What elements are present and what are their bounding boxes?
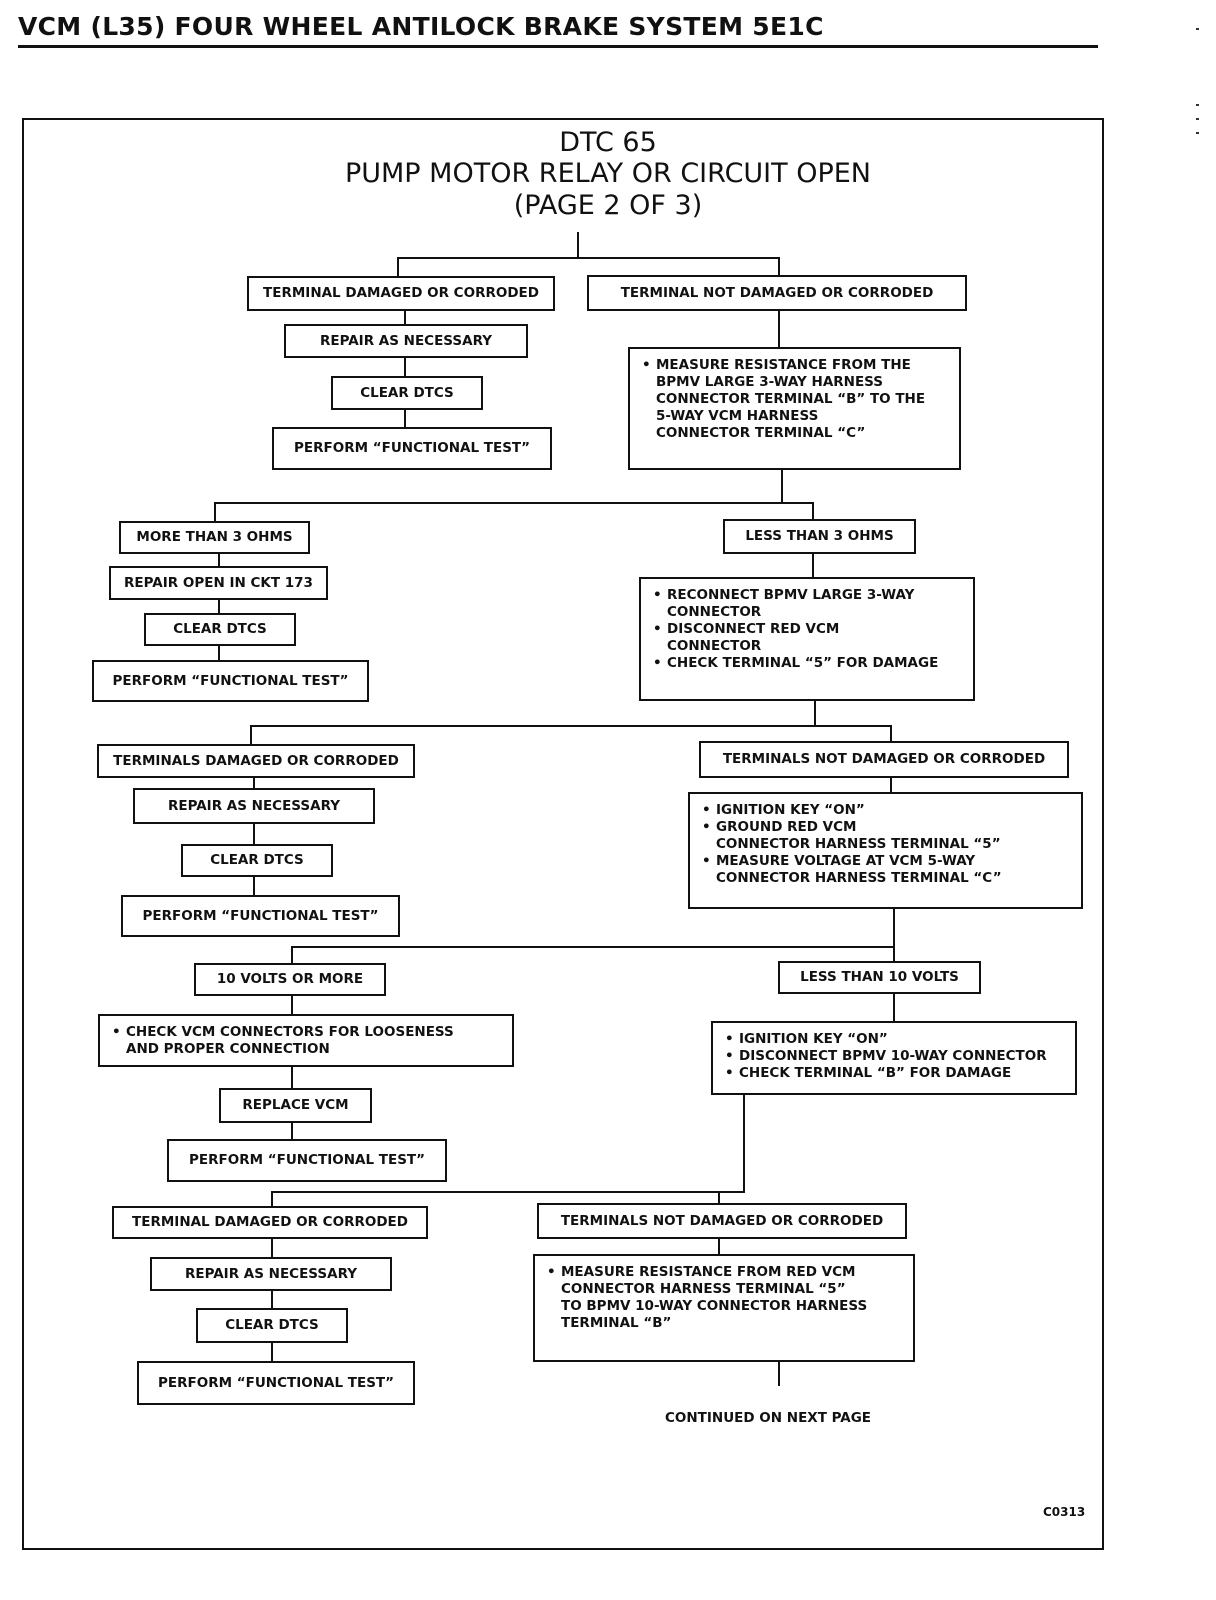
connector-line <box>814 700 816 725</box>
connector-line <box>218 645 220 661</box>
connector-line <box>812 553 814 578</box>
step-text: IGNITION KEY “ON” <box>700 802 1002 819</box>
connector-line <box>812 502 814 520</box>
chart-title-dtc: DTC 65 <box>559 127 657 158</box>
connector-line <box>893 946 895 962</box>
step-text: CHECK TERMINAL “5” FOR DAMAGE <box>651 655 938 672</box>
node-l2-clear-dtcs: CLEAR DTCs <box>144 613 296 646</box>
connector-line <box>778 310 780 347</box>
step-text: IGNITION KEY “ON” <box>723 1031 1047 1048</box>
edge-mark <box>1196 118 1199 120</box>
node-l5-clear-dtcs: CLEAR DTCs <box>196 1308 348 1343</box>
connector-line <box>893 993 895 1022</box>
diagram-frame <box>22 118 1104 1550</box>
connector-line <box>404 310 406 326</box>
edge-mark <box>1196 28 1199 30</box>
node-l3-functional-test: PERFORM “FUNCTIONAL TEST” <box>121 895 400 937</box>
node-l4-10-volts-or-more: 10 VOLTS OR MORE <box>194 963 386 996</box>
connector-line <box>778 257 780 277</box>
step-text: MEASURE VOLTAGE AT VCM 5-WAY CONNECTOR H… <box>700 853 1002 887</box>
connector-line <box>250 725 892 727</box>
step-text: DISCONNECT BPMV 10-WAY CONNECTOR <box>723 1048 1047 1065</box>
connector-line <box>250 725 252 745</box>
step-text: MEASURE RESISTANCE FROM THE BPMV LARGE 3… <box>640 357 925 442</box>
step-text: CHECK TERMINAL “B” FOR DAMAGE <box>723 1065 1047 1082</box>
node-l3-measure-voltage-steps: IGNITION KEY “ON” GROUND RED VCM CONNECT… <box>688 792 1083 909</box>
node-l1-repair: REPAIR AS NECESSARY <box>284 324 528 358</box>
node-l2-reconnect-steps: RECONNECT BPMV LARGE 3-WAY CONNECTOR DIS… <box>639 577 975 701</box>
connector-line <box>253 823 255 845</box>
node-l4-disconnect-bpmv-steps: IGNITION KEY “ON” DISCONNECT BPMV 10-WAY… <box>711 1021 1077 1095</box>
step-text: CHECK VCM CONNECTORS FOR LOOSENESS AND P… <box>110 1024 454 1058</box>
figure-code: C0313 <box>1043 1505 1086 1519</box>
connector-line <box>404 409 406 428</box>
step-text: DISCONNECT RED VCM CONNECTOR <box>651 621 938 655</box>
connector-line <box>778 1361 780 1386</box>
connector-line <box>781 469 783 502</box>
edge-mark <box>1196 132 1199 134</box>
node-l2-less-than-3-ohms: LESS THAN 3 OHMS <box>723 519 916 554</box>
connector-line <box>214 502 814 504</box>
node-l1-terminal-damaged: TERMINAL DAMAGED OR CORRODED <box>247 276 555 311</box>
connector-line <box>718 1238 720 1255</box>
connector-line <box>271 1191 745 1193</box>
node-l3-terminals-damaged: TERMINALS DAMAGED OR CORRODED <box>97 744 415 778</box>
node-l1-terminal-not-damaged: TERMINAL NOT DAMAGED OR CORRODED <box>587 275 967 311</box>
step-text: MEASURE RESISTANCE FROM RED VCM CONNECTO… <box>545 1264 867 1332</box>
connector-line <box>271 1238 273 1258</box>
node-l5-repair: REPAIR AS NECESSARY <box>150 1257 392 1291</box>
connector-line <box>893 908 895 946</box>
connector-line <box>291 946 895 948</box>
connector-line <box>890 777 892 793</box>
header-rule <box>18 45 1098 48</box>
connector-line <box>397 257 780 259</box>
connector-line <box>271 1342 273 1362</box>
node-l1-measure-resistance: MEASURE RESISTANCE FROM THE BPMV LARGE 3… <box>628 347 961 470</box>
node-l4-replace-vcm: REPLACE VCM <box>219 1088 372 1123</box>
node-l2-more-than-3-ohms: MORE THAN 3 OHMS <box>119 521 310 554</box>
connector-line <box>291 1122 293 1140</box>
connector-line <box>291 1066 293 1089</box>
connector-line <box>404 357 406 377</box>
node-l3-clear-dtcs: CLEAR DTCs <box>181 844 333 877</box>
node-l5-measure-resistance: MEASURE RESISTANCE FROM RED VCM CONNECTO… <box>533 1254 915 1362</box>
connector-line <box>218 599 220 614</box>
connector-line <box>291 946 293 964</box>
connector-line <box>397 257 399 278</box>
connector-line <box>218 553 220 567</box>
node-l4-functional-test: PERFORM “FUNCTIONAL TEST” <box>167 1139 447 1182</box>
connector-line <box>890 725 892 742</box>
connector-line <box>271 1290 273 1309</box>
node-l2-repair-open-ckt: REPAIR OPEN IN CKT 173 <box>109 566 328 600</box>
node-l5-terminals-not-damaged: TERMINALS NOT DAMAGED OR CORRODED <box>537 1203 907 1239</box>
connector-line <box>743 1094 745 1192</box>
chart-title-page: (PAGE 2 OF 3) <box>513 190 703 221</box>
node-l4-check-vcm-connectors: CHECK VCM CONNECTORS FOR LOOSENESS AND P… <box>98 1014 514 1067</box>
chart-title-description: PUMP MOTOR RELAY OR CIRCUIT OPEN <box>344 158 872 189</box>
node-l4-less-than-10-volts: LESS THAN 10 VOLTS <box>778 961 981 994</box>
node-l5-terminal-damaged: TERMINAL DAMAGED OR CORRODED <box>112 1206 428 1239</box>
connector-line <box>253 777 255 789</box>
node-l1-clear-dtcs: CLEAR DTCs <box>331 376 483 410</box>
connector-line <box>271 1191 273 1207</box>
connector-line <box>291 995 293 1015</box>
node-l2-functional-test: PERFORM “FUNCTIONAL TEST” <box>92 660 369 702</box>
step-text: RECONNECT BPMV LARGE 3-WAY CONNECTOR <box>651 587 938 621</box>
connector-line <box>214 502 216 522</box>
step-text: GROUND RED VCM CONNECTOR HARNESS TERMINA… <box>700 819 1002 853</box>
node-l3-repair: REPAIR AS NECESSARY <box>133 788 375 824</box>
continued-on-next-page: CONTINUED ON NEXT PAGE <box>665 1410 872 1426</box>
node-l1-functional-test: PERFORM “FUNCTIONAL TEST” <box>272 427 552 470</box>
connector-line <box>253 876 255 896</box>
connector-line <box>577 232 579 258</box>
connector-line <box>718 1191 720 1204</box>
page-header: VCM (L35) FOUR WHEEL ANTILOCK BRAKE SYST… <box>18 12 824 41</box>
node-l3-terminals-not-damaged: TERMINALS NOT DAMAGED OR CORRODED <box>699 741 1069 778</box>
edge-mark <box>1196 104 1199 106</box>
node-l5-functional-test: PERFORM “FUNCTIONAL TEST” <box>137 1361 415 1405</box>
